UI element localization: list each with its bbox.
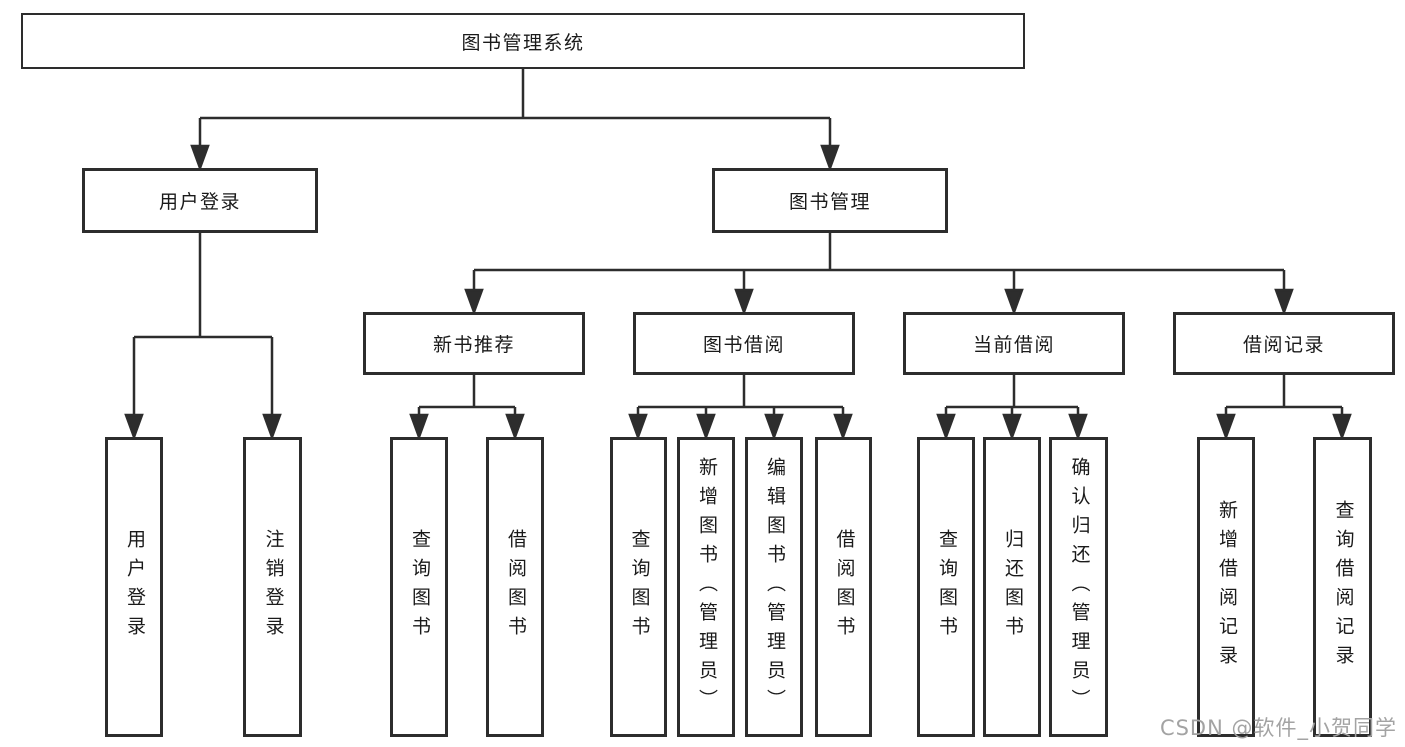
leaf-newbook-query-books: 查询图书 xyxy=(390,437,448,737)
leaf-user-login: 用户登录 xyxy=(105,437,163,737)
node-borrowing-records: 借阅记录 xyxy=(1173,312,1395,375)
leaf-newbook-borrow-books: 借阅图书 xyxy=(486,437,544,737)
leaf-current-return-books: 归还图书 xyxy=(983,437,1041,737)
leaf-newbook-borrow-books-label: 借阅图书 xyxy=(504,529,527,645)
node-book-borrowing: 图书借阅 xyxy=(633,312,855,375)
leaf-records-add-record-label: 新增借阅记录 xyxy=(1215,500,1238,674)
leaf-records-query-record: 查询借阅记录 xyxy=(1313,437,1372,737)
leaf-borrowing-borrow-books-label: 借阅图书 xyxy=(833,529,856,645)
node-current-borrowing-label: 当前借阅 xyxy=(972,334,1055,356)
leaf-borrowing-query-books: 查询图书 xyxy=(610,437,667,737)
connector-current-borrowing-to-leaves xyxy=(936,375,1088,441)
leaf-borrowing-add-books-admin: 新增图书（管理员） xyxy=(677,437,735,737)
node-new-book-recommend-label: 新书推荐 xyxy=(432,334,515,356)
leaf-current-confirm-return-admin-label: 确认归还（管理员） xyxy=(1068,456,1091,718)
connector-book-management-to-level3 xyxy=(464,233,1294,316)
node-book-borrowing-label: 图书借阅 xyxy=(702,334,785,356)
node-root-system: 图书管理系统 xyxy=(21,13,1025,69)
leaf-logout: 注销登录 xyxy=(243,437,302,737)
node-user-login: 用户登录 xyxy=(82,168,318,233)
leaf-current-confirm-return-admin: 确认归还（管理员） xyxy=(1049,437,1108,737)
leaf-newbook-query-books-label: 查询图书 xyxy=(408,529,431,645)
watermark: CSDN @软件_小贺同学 xyxy=(1159,716,1397,740)
node-borrowing-records-label: 借阅记录 xyxy=(1242,334,1325,356)
connector-new-book-recommend-to-leaves xyxy=(409,375,525,441)
leaf-borrowing-borrow-books: 借阅图书 xyxy=(815,437,872,737)
node-current-borrowing: 当前借阅 xyxy=(903,312,1125,375)
leaf-current-query-books: 查询图书 xyxy=(917,437,975,737)
leaf-logout-label: 注销登录 xyxy=(262,529,285,645)
node-user-login-label: 用户登录 xyxy=(158,191,241,213)
connector-book-borrowing-to-leaves xyxy=(628,375,853,441)
leaf-borrowing-edit-books-admin-label: 编辑图书（管理员） xyxy=(763,456,786,718)
node-root-system-label: 图书管理系统 xyxy=(461,31,585,54)
leaf-current-return-books-label: 归还图书 xyxy=(1001,529,1024,645)
leaf-borrowing-edit-books-admin: 编辑图书（管理员） xyxy=(745,437,803,737)
connector-root-to-level2 xyxy=(190,69,840,172)
leaf-records-query-record-label: 查询借阅记录 xyxy=(1332,500,1355,674)
connector-user-login-to-leaves xyxy=(124,233,282,441)
node-book-management-label: 图书管理 xyxy=(788,191,871,213)
leaf-records-add-record: 新增借阅记录 xyxy=(1197,437,1255,737)
leaf-borrowing-add-books-admin-label: 新增图书（管理员） xyxy=(695,456,718,718)
node-book-management: 图书管理 xyxy=(712,168,948,233)
leaf-borrowing-query-books-label: 查询图书 xyxy=(628,529,651,645)
leaf-user-login-label: 用户登录 xyxy=(123,529,146,645)
node-new-book-recommend: 新书推荐 xyxy=(363,312,585,375)
leaf-current-query-books-label: 查询图书 xyxy=(935,529,958,645)
connector-borrowing-records-to-leaves xyxy=(1216,375,1352,441)
